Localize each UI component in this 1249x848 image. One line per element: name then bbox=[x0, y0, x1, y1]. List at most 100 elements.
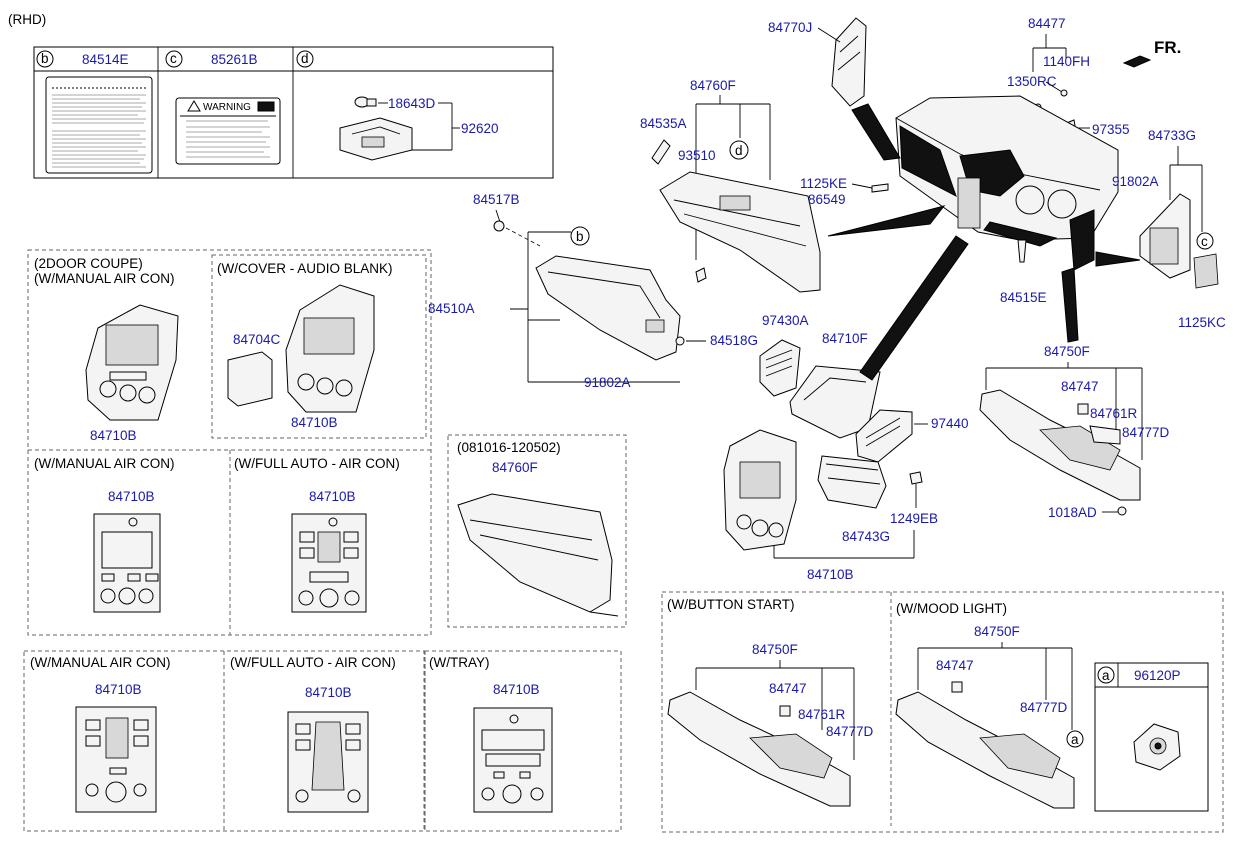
center-fascia-coupe bbox=[85, 304, 179, 421]
front-arrow-icon bbox=[1122, 55, 1152, 68]
part-84733G: 84733G bbox=[1148, 128, 1196, 143]
pointer-center-garnish bbox=[859, 235, 969, 381]
marker-c-main-letter: c bbox=[1201, 234, 1208, 249]
variant-title-tray: (W/TRAY) bbox=[429, 655, 490, 670]
label-box: b 84514E c 85261B d bbox=[33, 46, 554, 179]
part-84517B: 84517B bbox=[473, 192, 520, 207]
side-trim-left bbox=[831, 17, 867, 107]
part-85261B: 85261B bbox=[211, 52, 258, 67]
screw-1249EB bbox=[909, 471, 923, 485]
part-84514E: 84514E bbox=[82, 52, 129, 67]
part-84743G: 84743G bbox=[842, 529, 890, 544]
warning-text: WARNING bbox=[203, 102, 251, 113]
part-84761R-button: 84761R bbox=[798, 707, 846, 722]
part-91802A: 91802A bbox=[1112, 174, 1159, 189]
lower-panel-button-start bbox=[667, 691, 851, 807]
screw-1125KC bbox=[1017, 239, 1027, 263]
part-1140FH: 1140FH bbox=[1043, 54, 1090, 69]
part-84704C: 84704C bbox=[233, 332, 281, 347]
part-93510: 93510 bbox=[678, 148, 716, 163]
part-97355: 97355 bbox=[1092, 122, 1130, 137]
glovebox-variant-box bbox=[447, 434, 627, 628]
marker-b-letter: b bbox=[41, 51, 49, 66]
variant-title-full-auto-1: (W/FULL AUTO - AIR CON) bbox=[234, 456, 400, 471]
marker-c-circle bbox=[165, 50, 183, 68]
marker-b-main-letter: b bbox=[576, 229, 584, 244]
part-97440: 97440 bbox=[931, 416, 969, 431]
marker-d-circle bbox=[296, 50, 314, 68]
vent-left bbox=[759, 339, 801, 397]
variant-title-coupe: (2DOOR COUPE) bbox=[34, 256, 143, 271]
center-fascia-audio-blank bbox=[285, 284, 375, 413]
variant-title-manual-2: (W/MANUAL AIR CON) bbox=[30, 655, 171, 670]
pointer-side-trim bbox=[851, 103, 901, 161]
button-start-title: (W/BUTTON START) bbox=[667, 597, 795, 612]
center-fascia-manual-2 bbox=[75, 706, 157, 813]
cover-91802A bbox=[1193, 253, 1219, 289]
part-91802A-lower: 1125KC bbox=[1178, 315, 1226, 330]
audio-unit-84743G bbox=[817, 455, 887, 509]
mood-part-box: a 96120P bbox=[1094, 662, 1209, 812]
part-84777D: 84777D bbox=[1122, 425, 1170, 440]
part-84510A: 84510A bbox=[428, 301, 475, 316]
part-84710B-manual-2: 84710B bbox=[95, 682, 142, 697]
variant-subtitle-coupe: (W/MANUAL AIR CON) bbox=[34, 271, 175, 286]
part-84710B-coupe: 84710B bbox=[90, 428, 137, 443]
part-84747-button: 84747 bbox=[769, 681, 807, 696]
part-84747: 84747 bbox=[1061, 379, 1099, 394]
vent-right bbox=[855, 409, 913, 463]
crash-pad-dashboard bbox=[895, 95, 1119, 271]
side-panel-right bbox=[1139, 193, 1191, 279]
center-fascia-main bbox=[723, 429, 797, 551]
bumper-84517B bbox=[493, 220, 505, 232]
part-96120P: 96120P bbox=[1134, 668, 1181, 683]
button-start-box bbox=[661, 591, 1224, 833]
part-84777D-mood: 84777D bbox=[1020, 700, 1068, 715]
part-84518G: 84518G bbox=[710, 333, 758, 348]
glovebox-variant-title: (081016-120502) bbox=[457, 440, 561, 455]
part-1125KC: 84515E bbox=[1000, 290, 1047, 305]
mood-light-title: (W/MOOD LIGHT) bbox=[896, 601, 1007, 616]
marker-a-mood bbox=[1066, 730, 1084, 748]
glovebox-variant-drawing bbox=[457, 493, 619, 617]
center-fascia-full-auto-1 bbox=[291, 513, 367, 613]
lower-panel-mood-light bbox=[895, 681, 1075, 809]
center-fascia-manual-1 bbox=[93, 513, 161, 613]
glovebox-lamp-assembly bbox=[339, 96, 413, 161]
center-fascia-tray bbox=[473, 707, 553, 813]
part-84477: 84477 bbox=[1028, 16, 1066, 31]
pointer-side-panel bbox=[1095, 251, 1141, 267]
marker-d-main bbox=[729, 140, 749, 160]
mood-box-letter: a bbox=[1102, 668, 1110, 683]
part-1125KE: 1125KE bbox=[800, 176, 847, 191]
part-84750F-mood: 84750F bbox=[974, 624, 1020, 639]
marker-c-letter: c bbox=[170, 51, 177, 66]
lamp-84535A bbox=[651, 139, 671, 165]
marker-b-circle bbox=[36, 50, 54, 68]
part-1018AD: 1018AD bbox=[1048, 505, 1097, 520]
marker-b-main bbox=[570, 226, 590, 246]
pointer-glovebox bbox=[827, 205, 946, 237]
warning-label-sticker: WARNING bbox=[175, 97, 281, 165]
variant-label: (RHD) bbox=[8, 12, 46, 27]
screw-1018AD bbox=[1117, 506, 1127, 516]
variant-title-manual-1: (W/MANUAL AIR CON) bbox=[34, 456, 175, 471]
part-84770J: 84770J bbox=[768, 20, 812, 35]
part-97430A: 97430A bbox=[762, 313, 809, 328]
screw-1125KE bbox=[871, 183, 889, 193]
glovebox-housing bbox=[659, 171, 821, 293]
marker-a-mood-letter: a bbox=[1071, 732, 1079, 747]
marker-d-letter: d bbox=[301, 51, 309, 66]
marker-c-main bbox=[1196, 232, 1214, 250]
part-84535A: 84535A bbox=[640, 116, 687, 131]
glovebox-door bbox=[535, 255, 681, 361]
part-84710B-manual-1: 84710B bbox=[108, 489, 155, 504]
part-84747-mood: 84747 bbox=[936, 658, 974, 673]
part-84750F-button: 84750F bbox=[752, 642, 798, 657]
part-84761R: 84761R bbox=[1090, 406, 1138, 421]
part-84750F: 84750F bbox=[1044, 344, 1090, 359]
part-18643D: 18643D bbox=[388, 96, 436, 111]
lower-panel-main bbox=[979, 389, 1141, 501]
part-84710B-full-auto-2: 84710B bbox=[305, 685, 352, 700]
